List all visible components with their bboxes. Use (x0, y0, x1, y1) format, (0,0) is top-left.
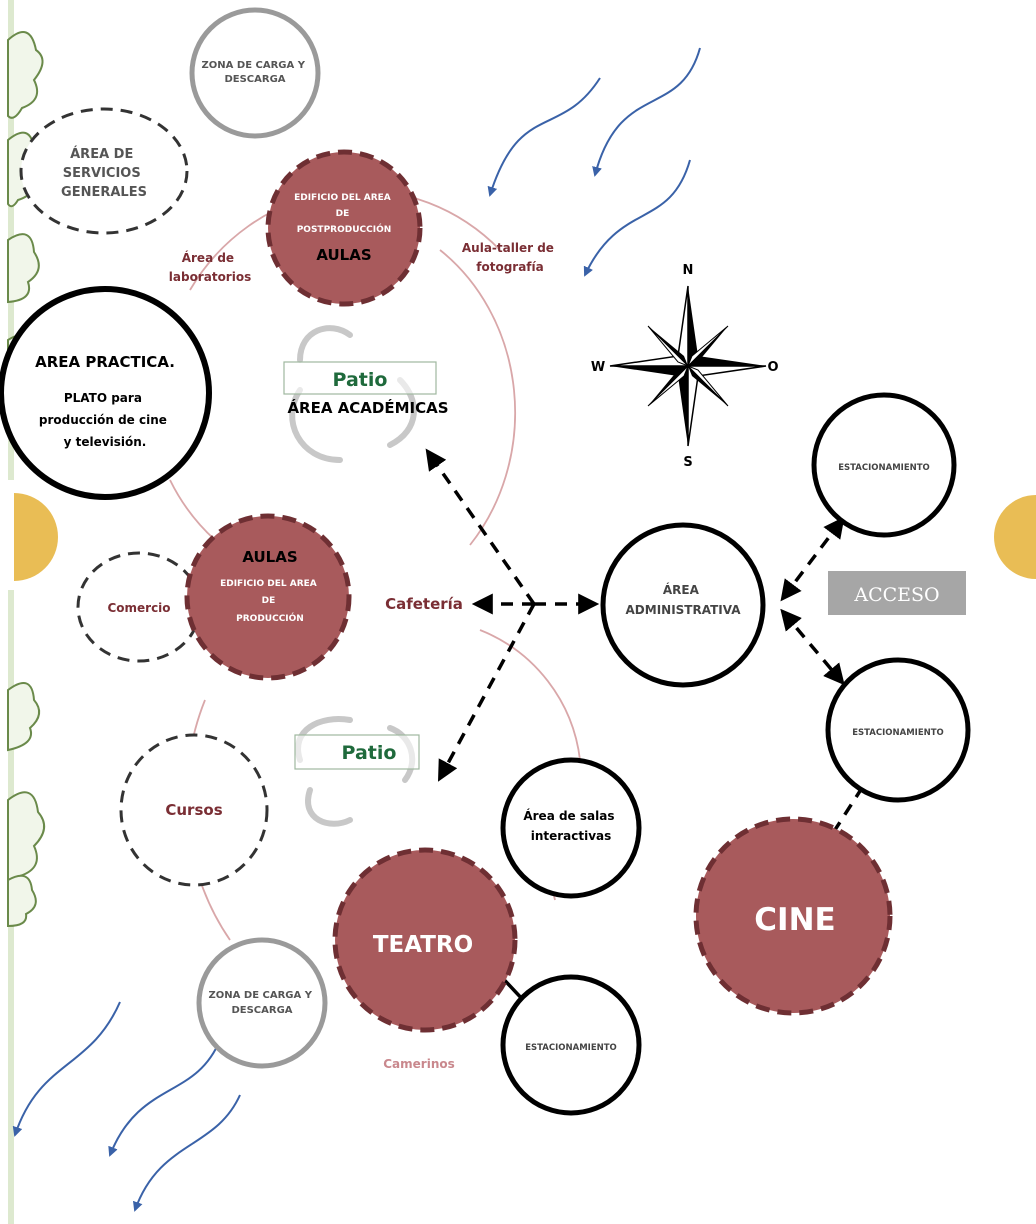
estacionamiento-top-circle (811, 392, 957, 538)
administrativa-circle (600, 522, 766, 688)
compass-e: O (767, 360, 778, 375)
aulas-top-label: AULAS (316, 246, 371, 264)
wind-icon (12, 47, 701, 1212)
cine-label: CINE (754, 902, 835, 938)
zona-carga-top-circle (189, 7, 321, 139)
acceso-label: ACCESO (853, 584, 939, 606)
area-practica-circle (0, 286, 212, 500)
produccion-label: EDIFICIO DEL AREA DE PRODUCCIÓN (220, 579, 320, 624)
estacionamiento-mid-label: ESTACIONAMIENTO (852, 728, 944, 738)
compass-rose-icon (609, 285, 767, 447)
servicios-generales-ellipse (19, 107, 189, 235)
administrativa-label: ÁREA ADMINISTRATIVA (626, 582, 742, 617)
aulas-mid-label: AULAS (242, 548, 297, 566)
area-practica-body: PLATO para producción de cine y televisi… (39, 391, 171, 449)
compass-w: W (591, 360, 605, 375)
yellow-dot-right (994, 495, 1036, 579)
zona-carga-bottom-circle (196, 937, 328, 1069)
patio-bottom-box (294, 734, 420, 770)
estacionamiento-mid-circle (825, 657, 971, 803)
teatro-building (332, 847, 518, 1033)
patio-top-label: Patio (333, 369, 388, 391)
comercio-label: Comercio (107, 601, 170, 615)
servicios-generales-label: ÁREA DE SERVICIOS GENERALES (61, 146, 147, 200)
teatro-label: TEATRO (373, 932, 473, 958)
estacionamiento-bottom-circle (500, 974, 642, 1116)
area-academicas-label: ÁREA ACADÉMICAS (287, 398, 448, 417)
salas-interactivas-label: Área de salas interactivas (523, 808, 618, 843)
postproduccion-label: EDIFICIO DEL AREA DE POSTPRODUCCIÓN (294, 193, 394, 235)
cursos-circle (119, 733, 269, 887)
produccion-building (184, 513, 352, 681)
left-border-strip (8, 0, 14, 1224)
patio-top-box (283, 361, 437, 395)
zona-carga-bottom-label: ZONA DE CARGA Y DESCARGA (209, 990, 316, 1016)
area-practica-title: AREA PRACTICA. (35, 353, 175, 371)
laboratorios-label: Área de laboratorios (169, 250, 251, 284)
estacionamiento-bottom-label: ESTACIONAMIENTO (525, 1043, 617, 1053)
postproduccion-building (265, 149, 423, 307)
yellow-dot-left (0, 493, 58, 581)
cursos-label: Cursos (165, 801, 222, 819)
aula-taller-label: Aula-taller de fotografía (462, 241, 558, 274)
compass-n: N (683, 263, 694, 278)
estacionamiento-top-label: ESTACIONAMIENTO (838, 463, 930, 473)
cine-building (693, 816, 893, 1016)
compass-s: S (683, 455, 692, 470)
acceso-box (828, 571, 966, 615)
cafeteria-label: Cafetería (385, 595, 463, 613)
zona-carga-top-label: ZONA DE CARGA Y DESCARGA (202, 60, 309, 85)
salas-interactivas-circle (500, 757, 642, 899)
camerinos-label: Camerinos (383, 1057, 455, 1071)
patio-bottom-label: Patio (342, 742, 397, 764)
compass-labels: N S W O (591, 263, 779, 470)
